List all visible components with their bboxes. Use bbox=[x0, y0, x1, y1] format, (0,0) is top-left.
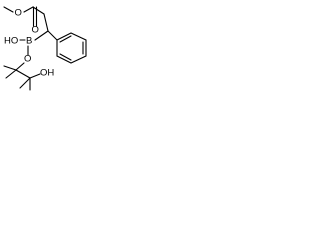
boron-label: B bbox=[26, 36, 32, 47]
phenyl-inner-bond-3 bbox=[59, 53, 72, 61]
chemical-structure: O O B HO O OH bbox=[3, 6, 87, 91]
methyl-bond-2 bbox=[5, 69, 17, 79]
carbonyl-to-ch2-bond bbox=[32, 6, 45, 15]
ch-to-boron-bond bbox=[34, 30, 49, 41]
boron-hydroxyl-label: HO bbox=[4, 36, 18, 47]
phenyl-inner-bond-1 bbox=[59, 35, 72, 43]
ester-oxygen-label: O bbox=[15, 8, 22, 19]
carbon-carbon-bond bbox=[15, 69, 31, 79]
methyl-bond bbox=[3, 6, 14, 13]
carbon-to-hydroxyl-bond bbox=[29, 73, 41, 79]
ring-o-to-carbon-bond bbox=[15, 62, 25, 71]
carbonyl-oxygen-label: O bbox=[32, 25, 39, 36]
ring-oxygen-label: O bbox=[24, 54, 31, 65]
phenyl-ring bbox=[56, 32, 87, 64]
methyl-bond-3 bbox=[19, 77, 31, 89]
ester-o-to-carbonyl-bond bbox=[23, 6, 34, 13]
methyl-bond-1 bbox=[3, 65, 17, 71]
ch-to-phenyl-bond bbox=[47, 30, 58, 41]
carbon-hydroxyl-label: OH bbox=[40, 68, 54, 79]
ch2-to-ch-bond bbox=[43, 13, 49, 32]
